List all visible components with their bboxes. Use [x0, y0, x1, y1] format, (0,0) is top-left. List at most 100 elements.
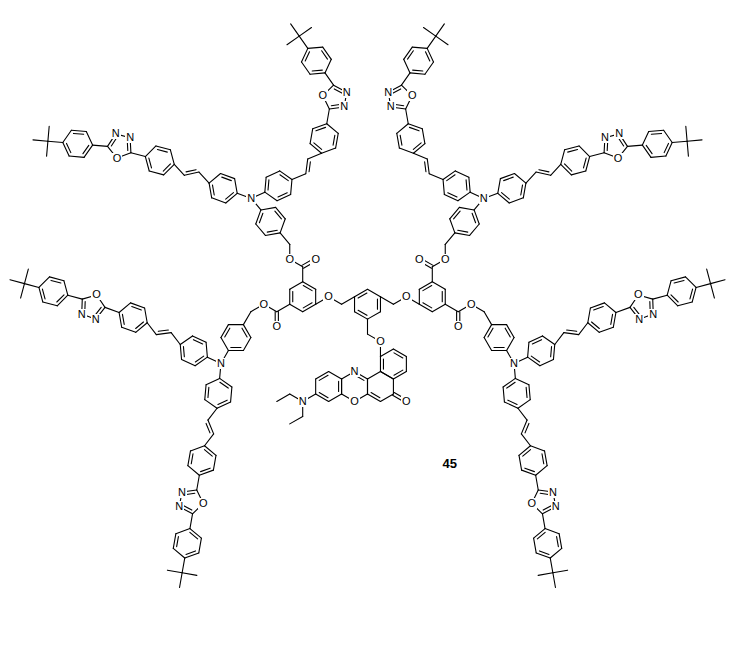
- bond-line: [325, 59, 331, 73]
- bond-line: [525, 423, 529, 432]
- bond-line: [299, 28, 311, 37]
- bond-line: [409, 127, 419, 130]
- bond-line: [195, 356, 203, 362]
- bond-line: [333, 135, 335, 145]
- atom-label: O: [407, 90, 418, 101]
- bond-line: [201, 468, 211, 471]
- bond-line: [406, 357, 407, 372]
- bond-line: [182, 558, 185, 573]
- bond-line: [180, 345, 181, 360]
- atom-label: O: [375, 336, 386, 347]
- bond-line: [458, 230, 468, 232]
- bond-line: [355, 312, 368, 319]
- bond-line: [616, 307, 630, 312]
- bond-line: [265, 177, 266, 192]
- bond-line: [354, 297, 355, 312]
- bond-line: [526, 387, 528, 397]
- bond-line: [367, 379, 368, 394]
- bond-line: [674, 280, 684, 283]
- bond-line: [404, 59, 410, 73]
- bond-line: [564, 333, 579, 335]
- bond-line: [588, 323, 599, 333]
- bond-line: [423, 286, 432, 291]
- bond-line: [545, 529, 559, 534]
- bond-line: [664, 143, 668, 152]
- bond-line: [445, 233, 455, 244]
- bond-line: [86, 132, 92, 146]
- bond-line: [315, 379, 316, 394]
- bond-line: [551, 164, 561, 175]
- bond-line: [289, 289, 290, 304]
- bond-line: [507, 338, 514, 351]
- bond-line: [528, 342, 529, 357]
- bond-line: [519, 455, 522, 470]
- bond-line: [454, 211, 461, 219]
- bond-line: [205, 434, 214, 446]
- bond-line: [394, 353, 403, 358]
- bond-line: [338, 381, 339, 391]
- bond-line: [292, 174, 306, 180]
- bond-line: [521, 420, 527, 434]
- bond-line: [306, 159, 308, 174]
- bond-line: [367, 319, 368, 334]
- bond-line: [687, 140, 702, 141]
- atom-label: N: [342, 87, 352, 98]
- bond-line: [231, 387, 232, 402]
- bond-line: [322, 148, 336, 153]
- atom-label: N: [246, 193, 256, 204]
- bond-line: [519, 446, 530, 456]
- atom-label: O: [318, 90, 329, 101]
- atom-label: N: [111, 128, 121, 139]
- atom-label: O: [453, 321, 464, 332]
- atom-label: O: [91, 289, 102, 300]
- bond-line: [518, 408, 527, 420]
- bond-line: [220, 382, 228, 388]
- bond-line: [592, 322, 600, 329]
- bond-line: [690, 289, 693, 299]
- bond-line: [393, 349, 406, 356]
- bond-line: [423, 303, 432, 308]
- bond-line: [193, 336, 207, 342]
- atom-label: N: [177, 487, 187, 498]
- bond-line: [39, 277, 50, 288]
- bond-line: [308, 153, 322, 159]
- bond-line: [42, 289, 45, 299]
- bond-line: [188, 451, 191, 466]
- bond-line: [393, 379, 394, 394]
- bond-line: [536, 466, 547, 476]
- bond-line: [301, 48, 307, 62]
- atom-label: O: [272, 321, 283, 332]
- bond-line: [190, 446, 204, 451]
- bond-line: [627, 145, 642, 146]
- bond-line: [505, 328, 510, 337]
- bond-line: [422, 129, 425, 144]
- bond-line: [336, 133, 339, 148]
- bond-line: [287, 36, 299, 45]
- bond-line: [218, 400, 227, 404]
- bond-line: [314, 143, 322, 150]
- bond-line: [158, 330, 168, 331]
- bond-line: [303, 304, 316, 311]
- bond-line: [205, 400, 217, 409]
- bond-line: [341, 379, 342, 394]
- bond-line: [156, 333, 171, 335]
- bond-line: [316, 127, 326, 130]
- bond-line: [301, 62, 310, 74]
- bond-line: [521, 185, 523, 195]
- bond-line: [380, 394, 393, 401]
- bond-line: [488, 328, 493, 337]
- bond-line: [213, 455, 216, 470]
- bond-line: [646, 145, 652, 153]
- atom-label: N: [298, 396, 308, 407]
- atom-label: N: [551, 501, 561, 512]
- bond-line: [147, 323, 156, 335]
- bond-line: [550, 558, 553, 573]
- bond-line: [368, 289, 381, 296]
- bond-line: [190, 514, 193, 529]
- bond-line: [167, 570, 182, 573]
- bond-line: [33, 140, 48, 141]
- bond-line: [534, 538, 537, 553]
- bond-line: [83, 145, 89, 153]
